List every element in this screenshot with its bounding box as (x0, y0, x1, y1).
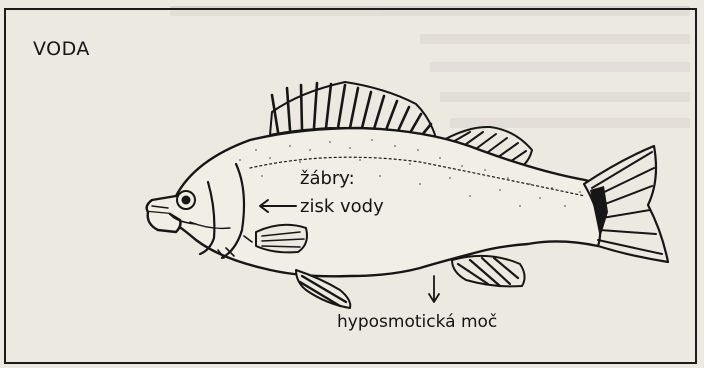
water-gain-label: zisk vody (300, 196, 384, 218)
fish-body (172, 128, 610, 276)
fish-eye (177, 191, 195, 209)
anal-fin (452, 256, 525, 287)
pectoral-fin (256, 225, 307, 253)
hyposmotic-urine-label: hyposmotická moč (337, 311, 497, 333)
gills-label: žábry: (300, 168, 355, 190)
